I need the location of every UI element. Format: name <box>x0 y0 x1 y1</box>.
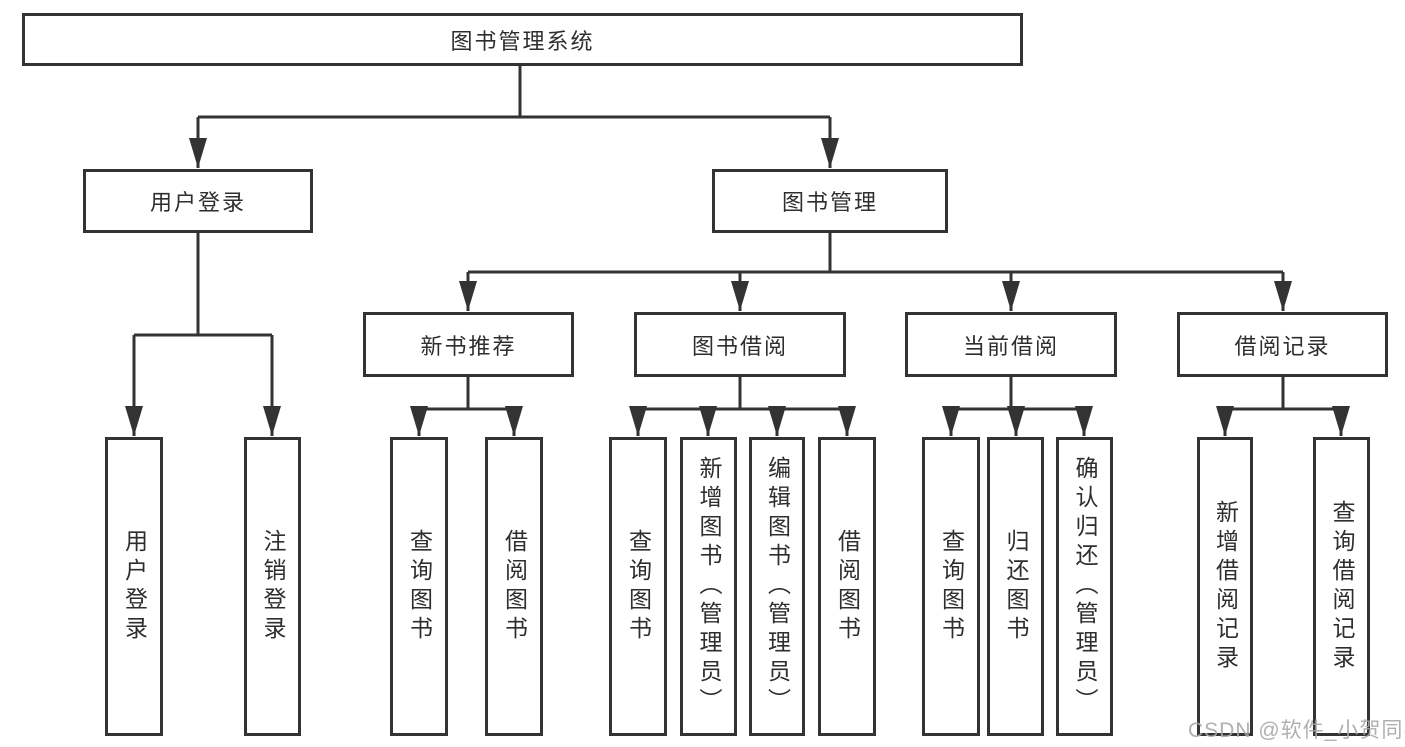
node-user-login-label: 用户登录 <box>149 190 246 215</box>
node-root: 图书管理系统 <box>22 13 1023 66</box>
csdn-watermark: CSDN @软件_小贺同学 <box>1188 719 1405 742</box>
node-new-book-recommend: 新书推荐 <box>363 312 574 377</box>
leaf-borrow-borrow-label: 借阅图书 <box>834 528 861 645</box>
leaf-user-login-label: 用户登录 <box>121 528 148 645</box>
node-current-borrow-label: 当前借阅 <box>962 333 1059 359</box>
leaf-user-login: 用户登录 <box>105 437 163 736</box>
node-book-management-label: 图书管理 <box>781 190 878 215</box>
leaf-newbook-borrow-label: 借阅图书 <box>501 528 528 645</box>
leaf-current-confirm-admin-label: 确认归还（管理员） <box>1072 456 1098 717</box>
leaf-current-return: 归还图书 <box>987 437 1044 736</box>
leaf-borrow-borrow: 借阅图书 <box>818 437 876 736</box>
leaf-newbook-query-label: 查询图书 <box>406 528 433 645</box>
leaf-record-add-label: 新增借阅记录 <box>1212 499 1239 674</box>
leaf-current-query: 查询图书 <box>922 437 980 736</box>
leaf-borrow-edit-admin-label: 编辑图书（管理员） <box>764 456 791 717</box>
node-book-borrow-label: 图书借阅 <box>691 333 788 359</box>
leaf-logout-label: 注销登录 <box>260 528 286 645</box>
leaf-borrow-add-admin-label: 新增图书（管理员） <box>696 456 722 717</box>
leaf-newbook-borrow: 借阅图书 <box>485 437 543 736</box>
leaf-record-add: 新增借阅记录 <box>1197 437 1253 736</box>
leaf-current-return-label: 归还图书 <box>1003 528 1029 645</box>
node-borrow-record: 借阅记录 <box>1177 312 1388 377</box>
node-root-label: 图书管理系统 <box>450 28 595 54</box>
node-book-management: 图书管理 <box>712 169 948 233</box>
node-new-book-recommend-label: 新书推荐 <box>420 333 517 359</box>
node-borrow-record-label: 借阅记录 <box>1234 333 1331 359</box>
leaf-borrow-edit-admin: 编辑图书（管理员） <box>749 437 805 736</box>
leaf-current-query-label: 查询图书 <box>938 528 965 645</box>
leaf-logout: 注销登录 <box>244 437 301 736</box>
leaf-record-query: 查询借阅记录 <box>1313 437 1370 736</box>
leaf-newbook-query: 查询图书 <box>390 437 448 736</box>
node-user-login: 用户登录 <box>83 169 313 233</box>
leaf-borrow-add-admin: 新增图书（管理员） <box>680 437 737 736</box>
leaf-borrow-query-label: 查询图书 <box>625 528 652 645</box>
leaf-record-query-label: 查询借阅记录 <box>1329 499 1355 674</box>
node-book-borrow: 图书借阅 <box>634 312 846 377</box>
leaf-current-confirm-admin: 确认归还（管理员） <box>1056 437 1113 736</box>
node-current-borrow: 当前借阅 <box>905 312 1117 377</box>
leaf-borrow-query: 查询图书 <box>609 437 667 736</box>
